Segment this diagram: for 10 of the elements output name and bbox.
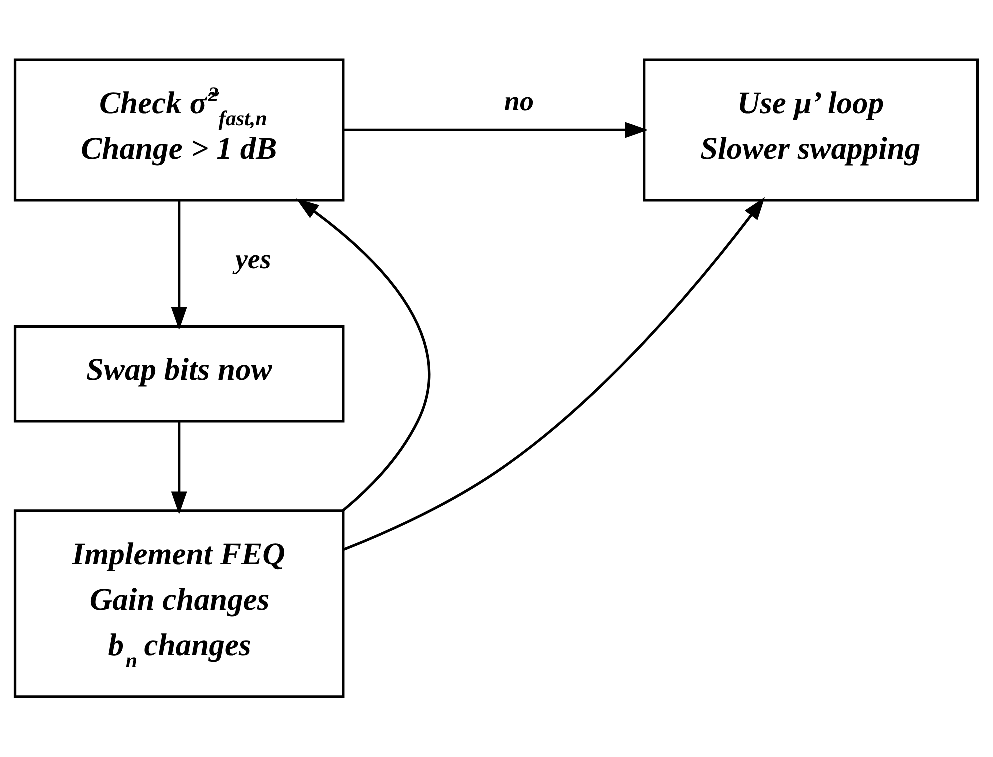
edge-label: yes [235,244,272,276]
arrow [171,422,188,515]
node-box: Implement FEQ Gain changes b$_{n}$ changes [14,510,345,698]
arrow [344,197,766,551]
arrow [296,198,430,512]
node-box: Swap bits now [14,325,345,423]
arrow [344,122,648,138]
arrow [171,200,188,330]
edge-label: no [504,86,534,118]
node-box: Use μ’ loop Slower swapping [643,58,980,202]
